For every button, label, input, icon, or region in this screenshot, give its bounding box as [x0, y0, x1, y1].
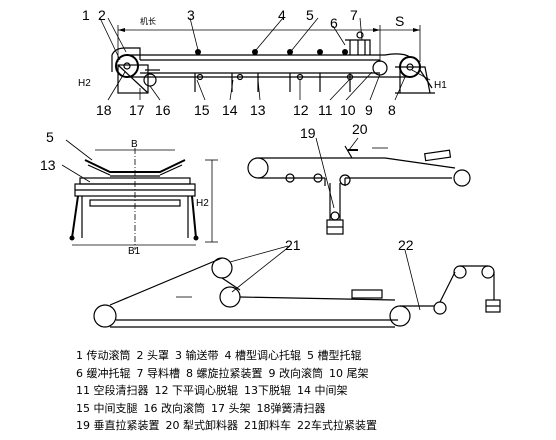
- callout-3: 3: [187, 7, 195, 23]
- bend-pulley-head: [143, 73, 157, 87]
- callout-21: 21: [285, 237, 301, 253]
- legend-item: 13下脱辊: [244, 384, 291, 397]
- legend-row: 6 缓冲托辊 7 导料槽 8 螺旋拉紧装置 9 改向滚筒 10 尾架: [76, 365, 546, 383]
- callout-2: 2: [98, 7, 106, 23]
- carrying-idlers: [195, 49, 348, 55]
- legend-row: 1 传动滚筒 2 头罩 3 输送带 4 槽型调心托辊 5 槽型托辊: [76, 347, 546, 365]
- callout-S: S: [395, 13, 404, 29]
- legend-item: 21卸料车: [244, 419, 291, 432]
- legend-item: 5 槽型托辊: [307, 349, 362, 362]
- tripper-hopper: [351, 289, 383, 299]
- callout-11: 11: [318, 102, 333, 118]
- legend-item: 20 犁式卸料器: [165, 419, 239, 432]
- legend-item: 17 头架: [211, 401, 251, 415]
- section-callout-5: 5: [46, 129, 54, 145]
- legend-item: 8 螺旋拉紧装置: [186, 366, 263, 380]
- tripper-takeup-view: [93, 245, 501, 328]
- legend-row: 19 垂直拉紧装置 20 犁式卸料器 21卸料车 22车式拉紧装置: [76, 417, 546, 435]
- legend-item: 2 头罩: [136, 349, 170, 362]
- callout-12: 12: [293, 102, 309, 118]
- middle-legs: [194, 73, 351, 92]
- legend-row: 15 中间支腿 16 改向滚筒 17 头架 18弹簧清扫器: [76, 400, 546, 418]
- cross-section-view: [61, 139, 218, 250]
- head-cover: [111, 47, 141, 72]
- legend-item: 14 中间架: [297, 384, 348, 397]
- callout-leaders-top: [99, 17, 431, 101]
- belt-conveyor-diagram: 机长: [40, 7, 501, 328]
- callout-7: 7: [350, 7, 358, 23]
- callout-18: 18: [96, 102, 112, 118]
- section-callout-13: 13: [40, 157, 56, 173]
- feed-chute: [345, 39, 371, 55]
- head-frame: [117, 64, 149, 94]
- callout-22: 22: [398, 237, 414, 253]
- callout-20: 20: [352, 121, 368, 137]
- callout-H1: H1: [434, 80, 447, 91]
- legend: 1 传动滚筒 2 头罩 3 输送带 4 槽型调心托辊 5 槽型托辊 6 缓冲托辊 7 导料槽…: [76, 347, 546, 435]
- legend-item: 3 输送带: [175, 349, 219, 362]
- callout-16: 16: [155, 102, 171, 118]
- machine-length-label: 机长: [140, 16, 156, 26]
- callout-9: 9: [365, 102, 373, 118]
- legend-item: 9 改向滚筒: [268, 366, 324, 380]
- legend-item: 18弹簧清扫器: [256, 401, 326, 415]
- callout-8: 8: [388, 102, 396, 118]
- legend-item: 22车式拉紧装置: [297, 419, 377, 432]
- legend-item: 4 槽型调心托辊: [224, 349, 302, 362]
- section-dim-H2: H2: [196, 198, 209, 209]
- legend-item: 10 尾架: [329, 366, 369, 380]
- plough-discharger: [424, 149, 452, 162]
- callout-19: 19: [300, 125, 316, 141]
- callout-17: 17: [129, 102, 145, 118]
- callout-14: 14: [222, 102, 238, 118]
- callout-1: 1: [82, 7, 90, 23]
- callout-H2: H2: [78, 78, 91, 89]
- vertical-takeup-view: [247, 137, 471, 235]
- section-dim-B1: B1: [128, 246, 141, 257]
- legend-item: 11 空段清扫器: [76, 384, 149, 397]
- main-conveyor-side-view: 机长: [111, 16, 435, 94]
- legend-item: 7 导料槽: [136, 366, 181, 380]
- legend-item: 16 改向滚筒: [143, 401, 206, 415]
- callout-15: 15: [194, 102, 210, 118]
- legend-item: 12 下平调心脱辊: [154, 384, 239, 397]
- section-dim-B: B: [131, 139, 138, 150]
- legend-item: 19 垂直拉紧装置: [76, 419, 160, 432]
- callout-6: 6: [330, 15, 338, 31]
- callout-4: 4: [278, 7, 286, 23]
- legend-item: 15 中间支腿: [76, 401, 138, 415]
- legend-item: 1 传动滚筒: [76, 349, 131, 362]
- callout-10: 10: [340, 102, 356, 118]
- callout-5: 5: [306, 7, 314, 23]
- legend-row: 11 空段清扫器 12 下平调心脱辊 13下脱辊 14 中间架: [76, 382, 546, 400]
- legend-item: 6 缓冲托辊: [76, 366, 131, 380]
- callout-13: 13: [250, 102, 266, 118]
